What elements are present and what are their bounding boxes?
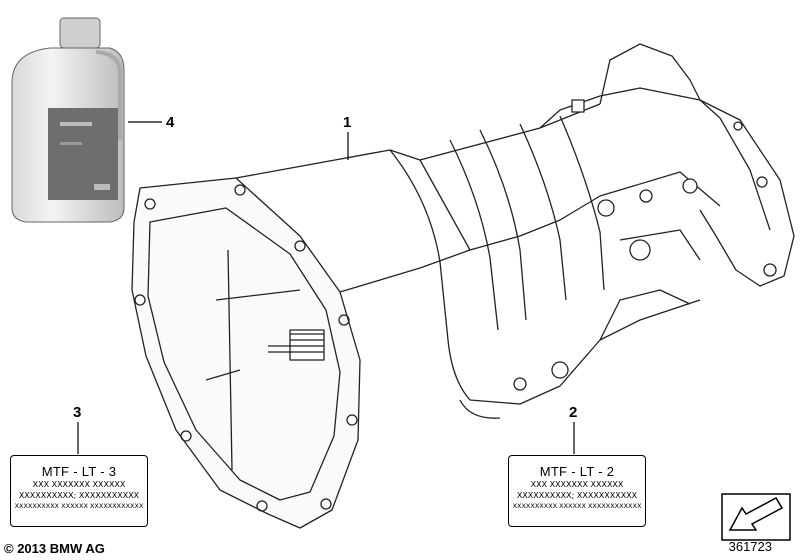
oil-bottle-illustration[interactable]: [11, 17, 125, 223]
label-mtf-lt-3[interactable]: MTF - LT - 3 XXX XXXXXXX XXXXXX XXXXXXXX…: [10, 455, 148, 527]
label-text-line: XXXXXXXXXX; XXXXXXXXXXX: [18, 491, 140, 500]
label-title: MTF - LT - 3: [41, 464, 117, 479]
label-mtf-lt-2[interactable]: MTF - LT - 2 XXX XXXXXXX XXXXXX XXXXXXXX…: [508, 455, 646, 527]
arrow-down-left-icon[interactable]: [721, 493, 791, 541]
callout-label-lt3[interactable]: 3: [73, 404, 82, 421]
callout-transmission[interactable]: 1: [343, 114, 352, 131]
callout-label-lt2[interactable]: 2: [569, 404, 578, 421]
label-text-line: XXXXXXXXXX XXXXXX XXXXXXXXXXXX: [512, 502, 642, 510]
diagram-number: 361723: [728, 539, 772, 554]
label-text-line: XXX XXXXXXX XXXXXX: [530, 480, 624, 489]
label-text-line: XXXXXXXXXX XXXXXX XXXXXXXXXXXX: [14, 502, 144, 510]
callout-oil-bottle[interactable]: 4: [166, 114, 175, 131]
copyright-text: © 2013 BMW AG: [4, 541, 105, 556]
label-text-line: XXXXXXXXXX; XXXXXXXXXXX: [516, 491, 638, 500]
leader-lines: [77, 121, 575, 454]
transmission-illustration[interactable]: [131, 43, 795, 529]
label-text-line: XXX XXXXXXX XXXXXX: [32, 480, 126, 489]
label-title: MTF - LT - 2: [539, 464, 615, 479]
